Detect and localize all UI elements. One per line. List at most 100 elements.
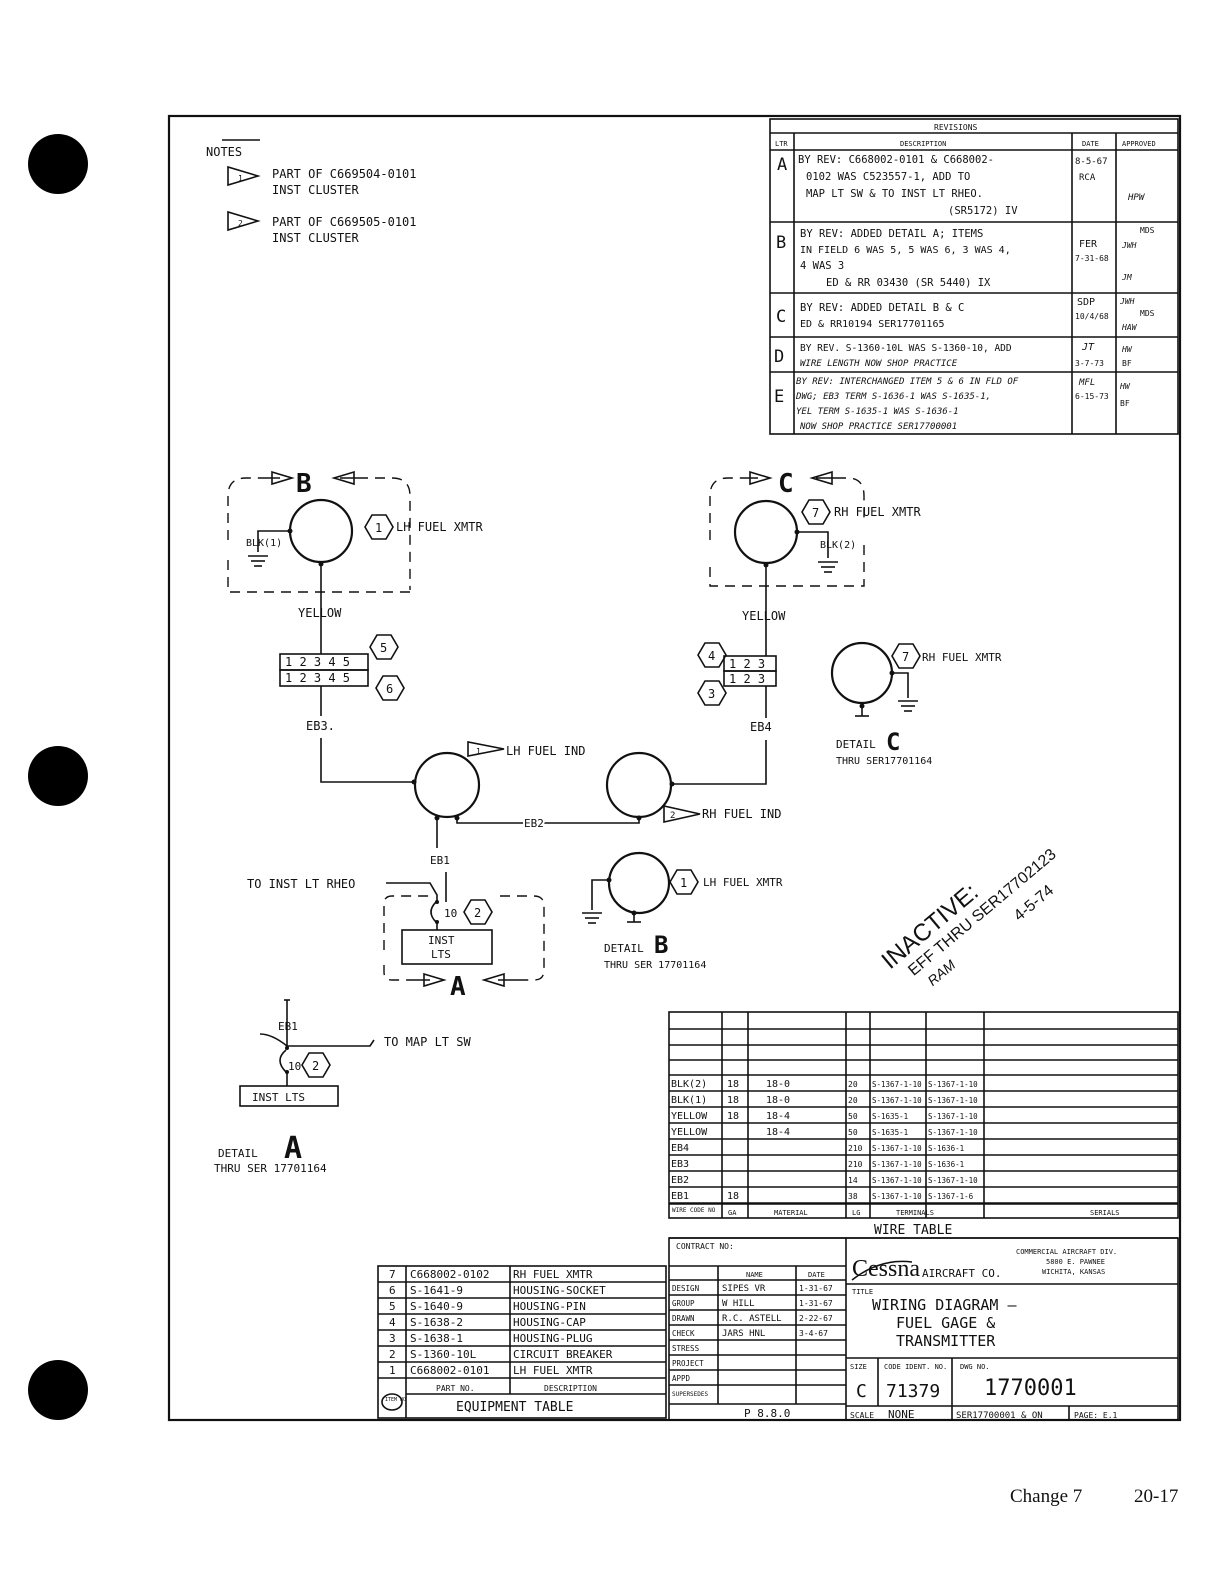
detail-a-view: TO INST LT RHEO A 10 2 INST LTS [247, 877, 545, 1002]
fuel-indicators: 1 LH FUEL IND 2 RH FUEL IND EB2 EB1 [411, 741, 781, 902]
equip-cell-r4-c1: S-1638-1 [410, 1332, 463, 1345]
lh-fuel-ind-label: LH FUEL IND [506, 744, 585, 758]
lh-ind-tag: 1 [476, 747, 481, 756]
wire-header-terminals: TERMINALS [896, 1209, 934, 1217]
revision-a-approved: HPW [1127, 193, 1146, 203]
detail-b-letter: B [654, 931, 668, 959]
equip-cell-r6-c2: LH FUEL XMTR [513, 1364, 593, 1377]
detail-a-inst-lts: INST LTS [252, 1091, 305, 1104]
revision-b-desc-1: BY REV: ADDED DETAIL A; ITEMS [800, 228, 983, 240]
code-ident: 71379 [886, 1381, 940, 1402]
scale-value: NONE [888, 1408, 915, 1421]
page-number: 20-17 [1134, 1486, 1179, 1507]
wire-header-code: WIRE CODE NO [672, 1207, 716, 1214]
punch-hole-3 [28, 1360, 88, 1420]
revision-a-desc-3: MAP LT SW & TO INST LT RHEO. [806, 188, 983, 200]
wire-header-ga: GA [728, 1209, 737, 1217]
detail-a-label: DETAIL [218, 1147, 258, 1160]
lh-fuel-indicator-circle [413, 751, 481, 819]
revision-b-desc-2: IN FIELD 6 WAS 5, 5 WAS 6, 3 WAS 4, [800, 245, 1011, 256]
note-1-line-2: INST CLUSTER [272, 183, 359, 197]
rh-xmtr-label: RH FUEL XMTR [834, 505, 921, 519]
detail-c-letter: C [886, 728, 900, 756]
dwg-no-header: DWG NO. [960, 1363, 990, 1371]
detail-a-eb1: EB1 [278, 1020, 298, 1033]
equip-cell-r3-c2: HOUSING-CAP [513, 1316, 586, 1329]
item-6-callout: 6 [386, 682, 393, 696]
wire-cell-r7-c3: 38 [848, 1192, 858, 1201]
detail-b-heading: B [296, 469, 312, 499]
supersedes: SUPERSEDES [672, 1391, 709, 1398]
equip-cell-r5-c2: CIRCUIT BREAKER [513, 1348, 613, 1361]
wire-cell-r0-c4: S-1367-1-10 [872, 1080, 922, 1089]
signoff-date-0: 1-31-67 [799, 1284, 833, 1293]
revision-a-letter: A [777, 155, 787, 175]
wire-cell-r2-c4: S-1635-1 [872, 1112, 908, 1121]
detail-b-small: 1 LH FUEL XMTR DETAIL B THRU SER 1770116… [582, 851, 783, 971]
wire-cell-r3-c0: YELLOW [671, 1127, 708, 1138]
revision-a-desc-1: BY REV: C668002-0101 & C668002- [798, 154, 994, 166]
revision-d-approved-2: BF [1122, 359, 1132, 368]
wire-header-lg: LG [852, 1209, 860, 1217]
revision-e-letter: E [774, 387, 784, 407]
signoff-name-3: JARS HNL [722, 1329, 765, 1339]
revision-a-date-2: RCA [1079, 173, 1096, 183]
revision-e-date-1: MFL [1078, 378, 1095, 388]
signoff-role-5: PROJECT [672, 1359, 704, 1368]
connector-3pin-bottom: 1 2 3 [729, 672, 765, 686]
equip-header-desc: DESCRIPTION [544, 1384, 597, 1393]
revision-e-approved-2: BF [1120, 399, 1130, 408]
to-inst-lt-rheo-label: TO INST LT RHEO [247, 877, 355, 891]
title-name-header: NAME [746, 1271, 763, 1279]
signoff-role-3: CHECK [672, 1329, 695, 1338]
equip-cell-r4-c2: HOUSING-PLUG [513, 1332, 592, 1345]
lh-yellow-wire-label: YELLOW [298, 606, 342, 620]
revision-b-desc-4: ED & RR 03430 (SR 5440) IX [826, 277, 991, 289]
detail-c-view: C BLK(2) 7 RH FUEL XMTR [709, 469, 921, 587]
revision-c-desc-1: BY REV: ADDED DETAIL B & C [800, 302, 964, 314]
item-3-callout: 3 [708, 687, 715, 701]
wire-cell-r4-c0: EB4 [671, 1143, 689, 1154]
drawing-title-1: WIRING DIAGRAM — [872, 1296, 1017, 1314]
wire-cell-r6-c5: S-1367-1-10 [928, 1176, 978, 1185]
revision-d-approved-1: HW [1121, 345, 1133, 354]
equip-cell-r3-c0: 4 [389, 1316, 396, 1329]
connector-3pin-top: 1 2 3 [729, 657, 765, 671]
revision-d-date-2: 3-7-73 [1075, 359, 1104, 368]
wire-cell-r1-c5: S-1367-1-10 [928, 1096, 978, 1105]
scale-label: SCALE [850, 1411, 874, 1420]
wire-cell-r7-c4: S-1367-1-10 [872, 1192, 922, 1201]
note-2-line-2: INST CLUSTER [272, 231, 359, 245]
revision-e-desc-1: BY REV: INTERCHANGED ITEM 5 & 6 IN FLD O… [796, 377, 1019, 387]
wire-cell-r4-c5: S-1636-1 [928, 1144, 964, 1153]
revision-c-approved-1: JWH [1119, 297, 1135, 306]
change-number: Change 7 [1010, 1486, 1083, 1507]
note-2-line-1: PART OF C669505-0101 [272, 215, 417, 229]
effectivity: SER17700001 & ON [956, 1411, 1043, 1421]
revision-c-desc-2: ED & RR10194 SER17701165 [800, 319, 945, 330]
notes-heading: NOTES [206, 145, 242, 159]
equip-cell-r2-c0: 5 [389, 1300, 396, 1313]
revision-a-date-1: 8-5-67 [1075, 157, 1108, 167]
wire-cell-r3-c5: S-1367-1-10 [928, 1128, 978, 1137]
dwg-number: 1770001 [984, 1376, 1077, 1401]
revisions-header-ltr: LTR [775, 140, 788, 148]
wire-cell-r0-c2: 18-0 [766, 1079, 790, 1090]
detail-c-small: 7 RH FUEL XMTR DETAIL C THRU SER17701164 [830, 641, 1002, 767]
item-4-callout: 4 [708, 649, 715, 663]
signoff-role-0: DESIGN [672, 1284, 699, 1293]
eb1-label: EB1 [430, 854, 450, 867]
circuit-breaker-item: 2 [474, 906, 481, 920]
eb3-label: EB3. [306, 719, 335, 733]
wire-cell-r0-c5: S-1367-1-10 [928, 1080, 978, 1089]
revision-b-letter: B [776, 233, 786, 253]
wire-cell-r3-c2: 18-4 [766, 1127, 790, 1138]
wire-table-title: WIRE TABLE [874, 1223, 952, 1238]
rh-yellow-wire-label: YELLOW [742, 609, 786, 623]
wire-cell-r6-c3: 14 [848, 1176, 858, 1185]
notes: NOTES 1 PART OF C669504-0101 INST CLUSTE… [206, 139, 417, 245]
